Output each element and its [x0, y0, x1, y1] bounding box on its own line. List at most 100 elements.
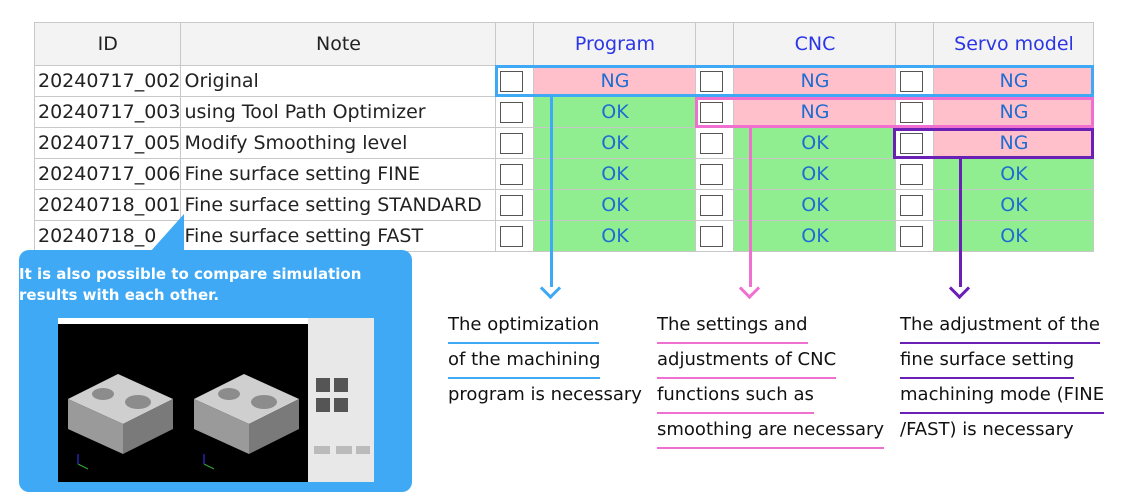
servo-explanation-line: The adjustment of the: [900, 309, 1100, 344]
program-checkbox[interactable]: [500, 163, 524, 185]
simulation-comparison-screenshot: [58, 318, 374, 482]
cnc-result: OK: [733, 189, 897, 221]
servo-checkbox[interactable]: [900, 70, 924, 92]
row-id: 20240717_002: [33, 65, 182, 97]
servo-checkbox-wrap: [897, 98, 933, 127]
cnc-result: OK: [733, 127, 897, 159]
cnc-checkbox[interactable]: [700, 194, 724, 216]
program-checkbox-wrap: [497, 160, 533, 189]
simulation-view-left: [68, 374, 173, 470]
cnc-arrow-icon: [738, 277, 761, 300]
simulation-results-table: ID Note Program CNC Servo model 20240717…: [33, 22, 1095, 252]
cnc-checkbox[interactable]: [700, 101, 724, 123]
servo-result: NG: [933, 96, 1095, 128]
servo-result: NG: [933, 65, 1095, 97]
program-checkbox-wrap: [497, 191, 533, 220]
program-checkbox-wrap: [497, 129, 533, 158]
cnc-checkbox-cell: [695, 220, 735, 252]
row-note: Modify Smoothing level: [180, 127, 497, 159]
cnc-checkbox-cell: [695, 189, 735, 221]
cnc-checkbox-wrap: [697, 98, 733, 127]
column-header-servo[interactable]: Servo model: [933, 22, 1095, 66]
cnc-checkbox[interactable]: [700, 70, 724, 92]
servo-checkbox-cell: [895, 96, 935, 128]
servo-explanation: The adjustment of the fine surface setti…: [900, 309, 1105, 445]
column-header-cnc[interactable]: CNC: [733, 22, 897, 66]
callout-text: It is also possible to compare simulatio…: [19, 265, 362, 304]
simulation-view-right: [194, 374, 299, 470]
row-note: Fine surface setting FINE: [180, 158, 497, 190]
cnc-result: NG: [733, 65, 897, 97]
row-note: using Tool Path Optimizer: [180, 96, 497, 128]
column-header-program[interactable]: Program: [533, 22, 697, 66]
servo-checkbox[interactable]: [900, 163, 924, 185]
row-id: 20240717_006: [33, 158, 182, 190]
cnc-checkbox-cell: [695, 96, 735, 128]
program-result: OK: [533, 158, 697, 190]
servo-arrow-icon: [948, 277, 971, 300]
servo-checkbox-wrap: [897, 160, 933, 189]
cnc-connector-line: [749, 128, 752, 287]
column-header-servo-check: [895, 22, 935, 66]
cnc-explanation-line: functions such as: [657, 379, 814, 414]
row-id: 20240718_001: [33, 189, 182, 221]
row-id: 20240717_003: [33, 96, 182, 128]
program-arrow-icon: [539, 277, 562, 300]
column-header-id[interactable]: ID: [33, 22, 182, 66]
cnc-checkbox[interactable]: [700, 132, 724, 154]
cnc-checkbox-wrap: [697, 222, 733, 251]
servo-connector-line: [959, 159, 962, 287]
cnc-result: NG: [733, 96, 897, 128]
simulation-settings-panel: [308, 318, 374, 482]
program-checkbox-cell: [495, 127, 535, 159]
program-checkbox[interactable]: [500, 70, 524, 92]
servo-result: OK: [933, 220, 1095, 252]
servo-explanation-line: /FAST) is necessary: [900, 419, 1074, 440]
cnc-checkbox[interactable]: [700, 163, 724, 185]
program-checkbox[interactable]: [500, 101, 524, 123]
servo-checkbox-cell: [895, 189, 935, 221]
program-checkbox-cell: [495, 220, 535, 252]
row-id: 20240717_005: [33, 127, 182, 159]
program-explanation: The optimization of the machining progra…: [448, 309, 642, 410]
cnc-checkbox[interactable]: [700, 225, 724, 247]
cnc-explanation-line: adjustments of CNC: [657, 344, 837, 379]
cnc-explanation: The settings and adjustments of CNC func…: [657, 309, 885, 449]
program-checkbox[interactable]: [500, 194, 524, 216]
servo-checkbox-cell: [895, 158, 935, 190]
servo-result: OK: [933, 158, 1095, 190]
servo-checkbox[interactable]: [900, 194, 924, 216]
servo-checkbox-wrap: [897, 67, 933, 96]
program-checkbox[interactable]: [500, 132, 524, 154]
cnc-checkbox-wrap: [697, 129, 733, 158]
program-explanation-line: of the machining: [448, 344, 601, 379]
row-note: Original: [180, 65, 497, 97]
servo-checkbox-wrap: [897, 191, 933, 220]
program-checkbox-cell: [495, 65, 535, 97]
servo-checkbox-cell: [895, 220, 935, 252]
cnc-checkbox-wrap: [697, 67, 733, 96]
thumbnail-title-bar: [58, 318, 374, 324]
program-result: OK: [533, 189, 697, 221]
servo-checkbox-cell: [895, 65, 935, 97]
program-checkbox-cell: [495, 158, 535, 190]
column-header-note[interactable]: Note: [180, 22, 497, 66]
program-checkbox-wrap: [497, 222, 533, 251]
servo-checkbox-cell: [895, 127, 935, 159]
program-checkbox[interactable]: [500, 225, 524, 247]
servo-checkbox[interactable]: [900, 101, 924, 123]
program-result: OK: [533, 96, 697, 128]
servo-checkbox[interactable]: [900, 225, 924, 247]
row-note: Fine surface setting STANDARD: [180, 189, 497, 221]
servo-checkbox-wrap: [897, 129, 933, 158]
cnc-checkbox-wrap: [697, 191, 733, 220]
servo-explanation-line: fine surface setting: [900, 344, 1075, 379]
servo-checkbox[interactable]: [900, 132, 924, 154]
cnc-checkbox-cell: [695, 127, 735, 159]
